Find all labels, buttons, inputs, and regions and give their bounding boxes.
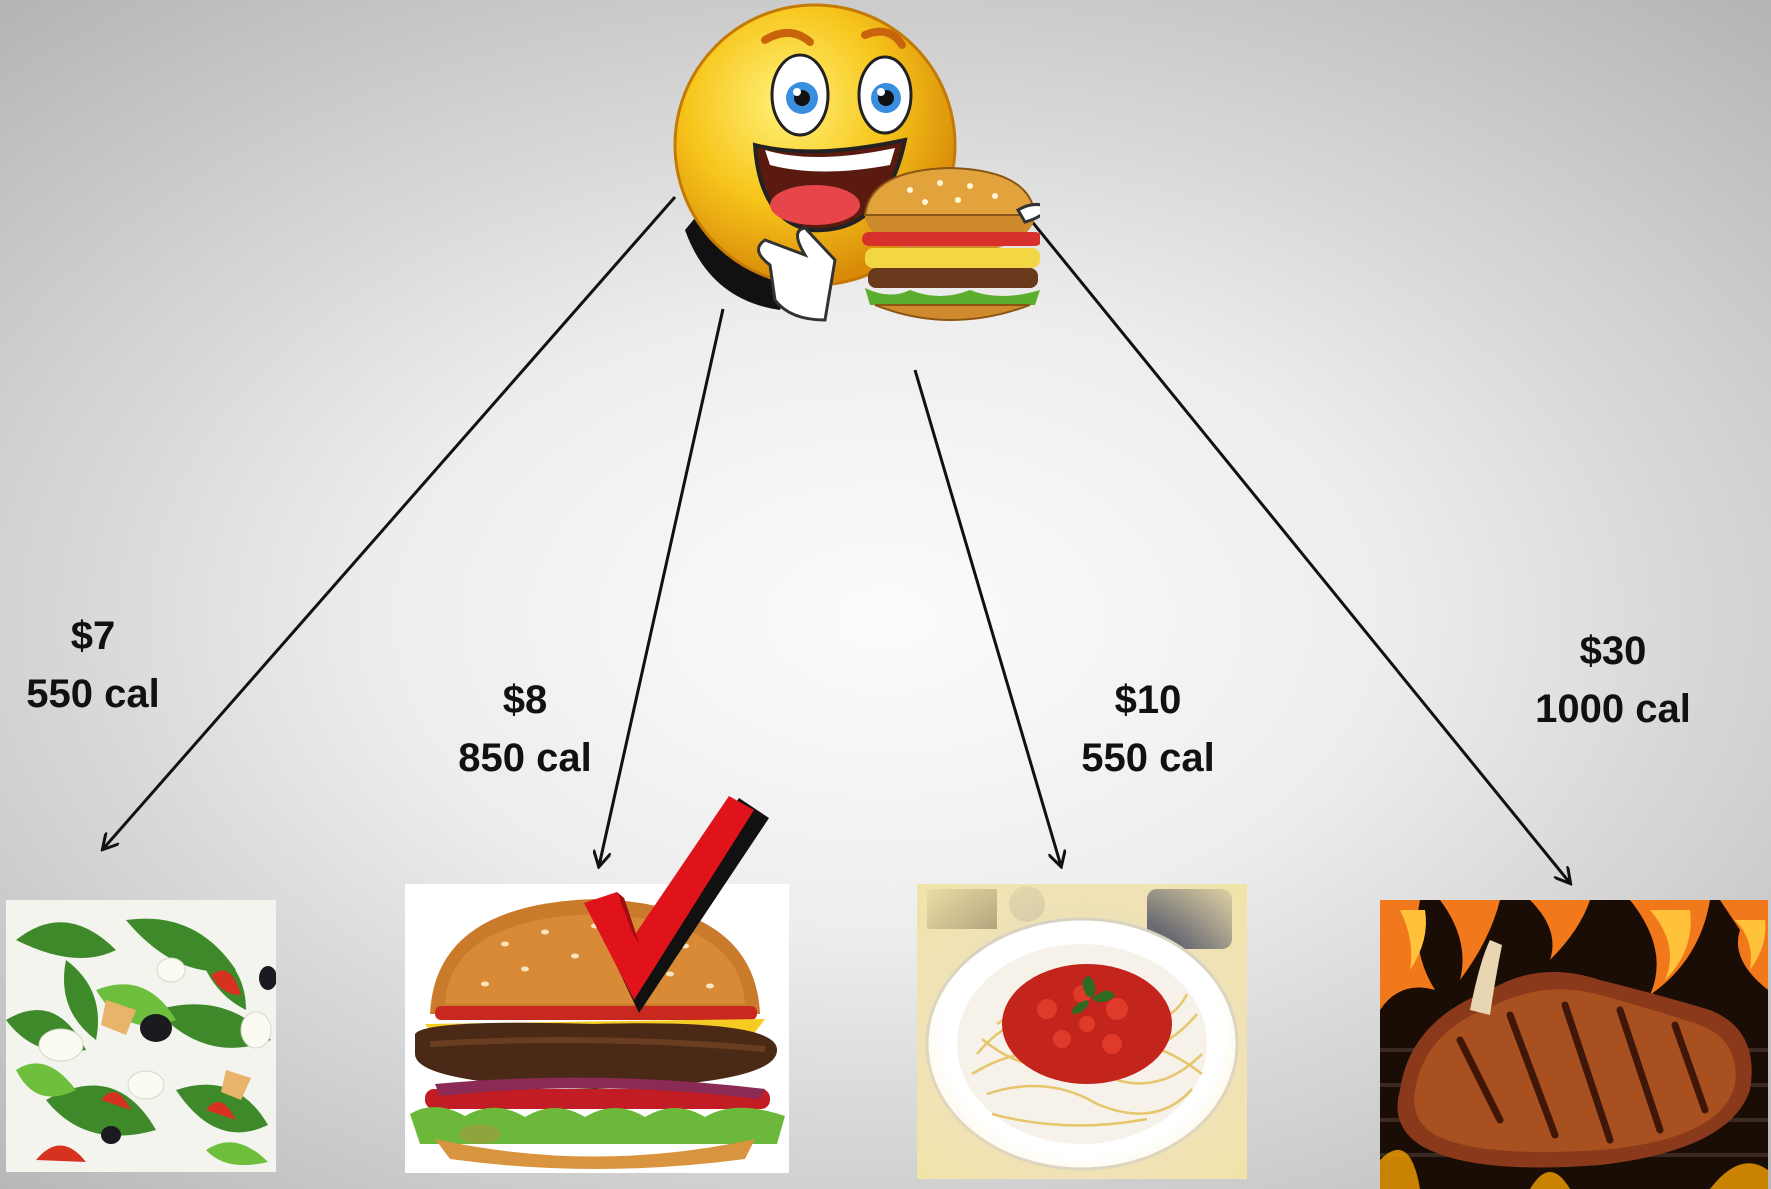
spaghetti-label: $10 550 cal xyxy=(1068,671,1228,787)
spaghetti-photo xyxy=(917,884,1247,1179)
steak-calories: 1000 cal xyxy=(1518,680,1708,738)
spaghetti-price: $10 xyxy=(1068,671,1228,729)
salad-photo xyxy=(6,900,276,1172)
steak-photo xyxy=(1380,900,1768,1189)
salad-label: $7 550 cal xyxy=(18,607,168,723)
salad-price: $7 xyxy=(18,607,168,665)
salad-calories: 550 cal xyxy=(18,665,168,723)
burger-label: $8 850 cal xyxy=(445,671,605,787)
spaghetti-calories: 550 cal xyxy=(1068,729,1228,787)
arrow-to-burger xyxy=(599,309,723,866)
arrow-to-spaghetti xyxy=(915,370,1061,866)
red-checkmark-icon xyxy=(579,788,779,1028)
steak-label: $30 1000 cal xyxy=(1518,622,1708,738)
burger-price: $8 xyxy=(445,671,605,729)
smiley-holding-burger-icon xyxy=(640,0,1040,380)
steak-price: $30 xyxy=(1518,622,1708,680)
burger-calories: 850 cal xyxy=(445,729,605,787)
